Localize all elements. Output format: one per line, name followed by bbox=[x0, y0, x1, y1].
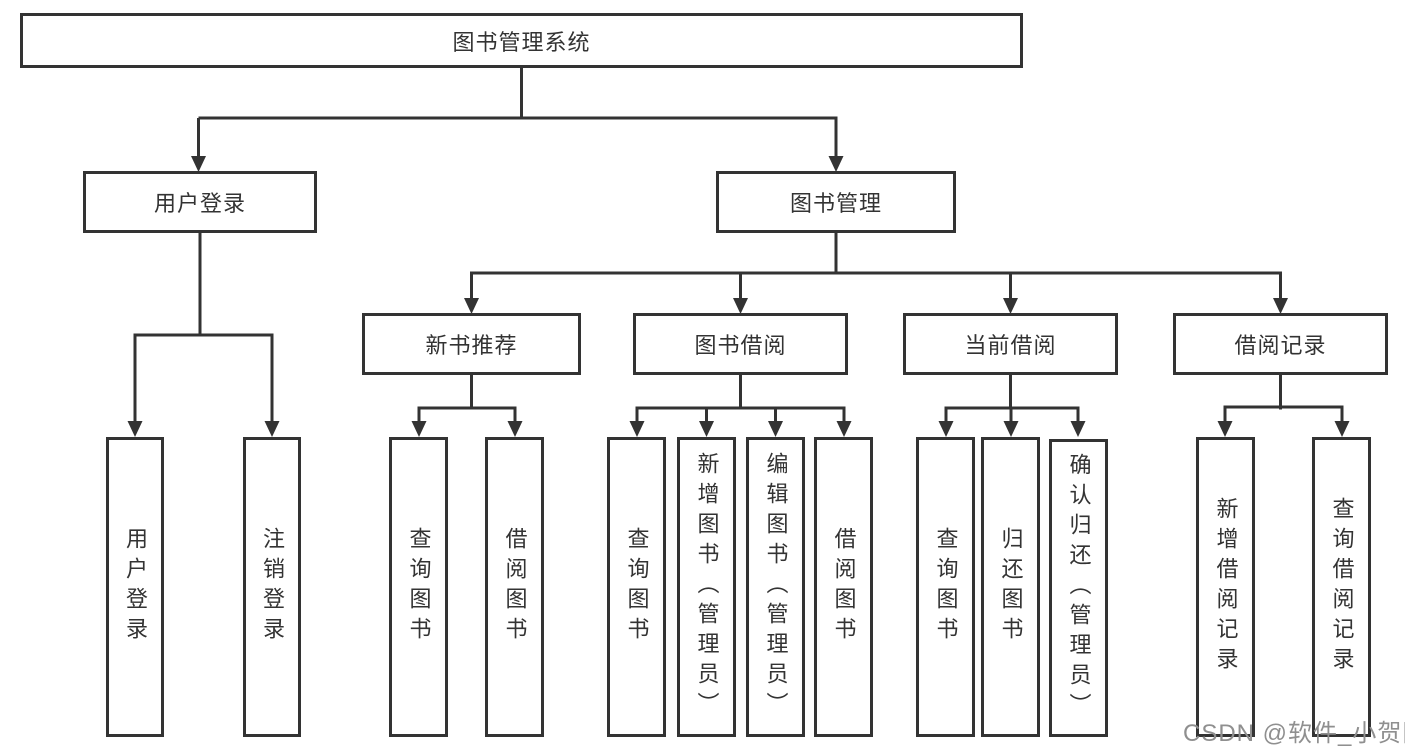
connector-book-management-branch bbox=[464, 231, 1288, 314]
node-user-login: 用户登录 bbox=[83, 171, 317, 233]
leaf-borrow-books-recommend: 借阅图书 bbox=[485, 437, 544, 737]
connector-new-book-recommend-leaves bbox=[411, 373, 523, 437]
node-book-borrow: 图书借阅 bbox=[633, 313, 848, 375]
leaf-add-book-admin: 新增图书（管理员） bbox=[677, 437, 736, 737]
connector-user-login-branch bbox=[127, 231, 280, 437]
leaf-borrow-books: 借阅图书 bbox=[814, 437, 873, 737]
leaf-logout: 注销登录 bbox=[243, 437, 301, 737]
csdn-watermark: CSDN @软件_小贺同学 bbox=[1183, 720, 1405, 747]
connector-root-to-level2 bbox=[191, 66, 844, 172]
leaf-return-books: 归还图书 bbox=[981, 437, 1040, 737]
node-library-management-system: 图书管理系统 bbox=[20, 13, 1023, 68]
leaf-query-books-recommend: 查询图书 bbox=[389, 437, 448, 737]
node-borrow-record: 借阅记录 bbox=[1173, 313, 1388, 375]
leaf-add-borrow-record: 新增借阅记录 bbox=[1196, 437, 1255, 737]
leaf-edit-book-admin: 编辑图书（管理员） bbox=[746, 437, 805, 737]
leaf-confirm-return-admin: 确认归还（管理员） bbox=[1049, 439, 1108, 737]
leaf-query-borrow-record: 查询借阅记录 bbox=[1312, 437, 1371, 737]
connector-current-borrow-leaves bbox=[938, 373, 1086, 437]
node-current-borrow: 当前借阅 bbox=[903, 313, 1118, 375]
connector-book-borrow-leaves bbox=[629, 373, 852, 437]
node-new-book-recommend: 新书推荐 bbox=[362, 313, 581, 375]
node-book-management: 图书管理 bbox=[716, 171, 956, 233]
leaf-query-books-borrow: 查询图书 bbox=[607, 437, 666, 737]
leaf-user-login: 用户登录 bbox=[106, 437, 164, 737]
leaf-query-books-current: 查询图书 bbox=[916, 437, 975, 737]
connector-borrow-record-leaves bbox=[1217, 373, 1350, 437]
